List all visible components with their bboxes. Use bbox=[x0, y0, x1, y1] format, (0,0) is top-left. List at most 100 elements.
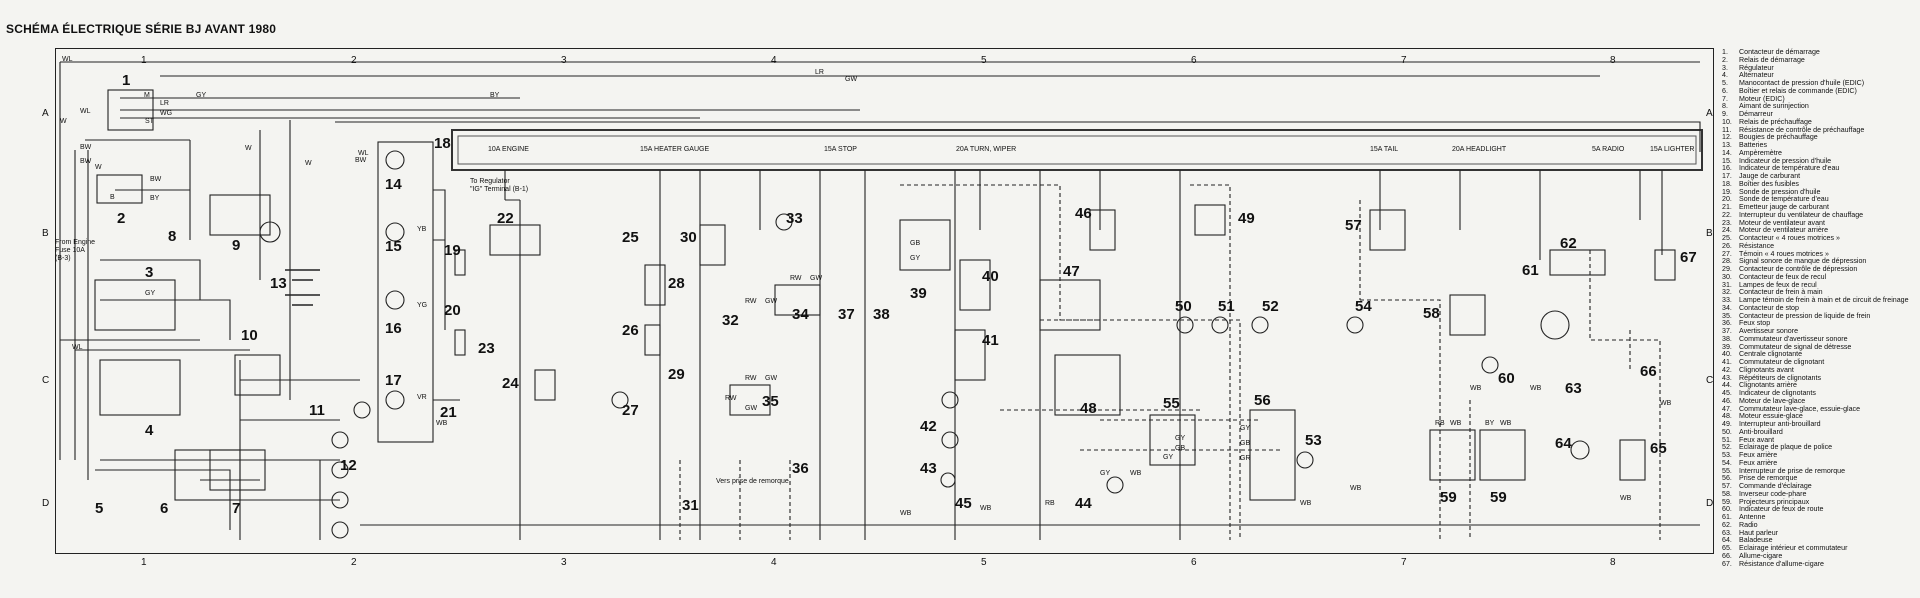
legend-number: 39. bbox=[1722, 342, 1732, 351]
regulator bbox=[94, 279, 176, 331]
resistor bbox=[644, 324, 661, 356]
legend-item: 33.Lampe témoin de frein à main et de ci… bbox=[1722, 296, 1918, 305]
column-label-bottom: 4 bbox=[771, 557, 777, 568]
component-number: 57 bbox=[1345, 217, 1362, 234]
legend-number: 65. bbox=[1722, 544, 1732, 552]
component-number: 11 bbox=[309, 402, 325, 419]
wires bbox=[59, 61, 1703, 540]
component-number: 61 bbox=[1522, 262, 1539, 279]
wire-code: LR bbox=[815, 69, 824, 76]
legend-number: 23. bbox=[1722, 218, 1732, 227]
legend-number: 26. bbox=[1722, 241, 1732, 250]
legend-item: 50.Anti-brouillard bbox=[1722, 428, 1918, 437]
legend-number: 7. bbox=[1722, 94, 1728, 103]
column-label-top: 8 bbox=[1610, 55, 1616, 66]
light-control bbox=[1369, 209, 1406, 251]
legend-item: 12.Bougies de préchauffage bbox=[1722, 133, 1918, 142]
component-number: 2 bbox=[117, 210, 126, 227]
wire-code: WB bbox=[1450, 420, 1462, 427]
legend-text: Résistance de contrôle de préchauffage bbox=[1739, 125, 1865, 134]
rear-fan bbox=[534, 369, 556, 401]
legend-text: Manocontact de pression d'huile (EDIC) bbox=[1739, 79, 1865, 87]
component-number: 9 bbox=[232, 237, 241, 254]
wire-code: RB bbox=[1045, 500, 1055, 507]
legend-number: 48. bbox=[1722, 412, 1732, 421]
wire-code: BW bbox=[80, 158, 92, 165]
component-number: 35 bbox=[762, 393, 779, 410]
component-number: 5 bbox=[95, 500, 104, 517]
wire-code: RW bbox=[745, 298, 757, 305]
fuse-label-headlight: 20A HEADLIGHT bbox=[1452, 146, 1507, 153]
legend-item: 35.Contacteur de pression de liquide de … bbox=[1722, 312, 1918, 321]
oil-sensor bbox=[454, 249, 466, 276]
legend-text: Baladeuse bbox=[1739, 536, 1773, 545]
legend-number: 60. bbox=[1722, 505, 1732, 514]
component-number: 38 bbox=[873, 306, 890, 323]
component-number: 17 bbox=[385, 372, 402, 389]
column-label-top: 2 bbox=[351, 55, 357, 66]
legend-number: 46. bbox=[1722, 396, 1732, 405]
legend-item: 25.Contacteur « 4 roues motrices » bbox=[1722, 234, 1918, 243]
component-number: 34 bbox=[792, 306, 809, 323]
legend-item: 22.Interrupteur du ventilateur de chauff… bbox=[1722, 210, 1918, 220]
annotation-engine-fuse: Fuse 10A bbox=[55, 247, 85, 254]
legend-item: 27.Témoin « 4 roues motrices » bbox=[1722, 250, 1918, 259]
legend-item: 64.Baladeuse bbox=[1722, 536, 1918, 545]
component-number: 4 bbox=[145, 422, 154, 439]
legend-number: 24. bbox=[1722, 226, 1732, 235]
component-number: 25 bbox=[622, 229, 639, 246]
legend-item: 63.Haut parleur bbox=[1722, 528, 1918, 538]
legend-item: 60.Indicateur de feux de route bbox=[1722, 505, 1918, 514]
component-number: 37 bbox=[838, 306, 855, 323]
component-number: 52 bbox=[1262, 298, 1279, 315]
component-number: 28 bbox=[668, 275, 685, 292]
component-number: 21 bbox=[440, 404, 457, 421]
legend-text: Batteries bbox=[1739, 141, 1767, 149]
legend-item: 52.Eclairage de plaque de police bbox=[1722, 443, 1918, 452]
legend-text: Haut parleur bbox=[1739, 528, 1779, 537]
starter-relay bbox=[96, 174, 143, 204]
legend-item: 55.Interrupteur de prise de remorque bbox=[1722, 467, 1918, 476]
wire-main-wl bbox=[59, 61, 1700, 460]
legend-item: 23.Moteur de ventilateur avant bbox=[1722, 218, 1918, 228]
legend-item: 51.Feux avant bbox=[1722, 436, 1918, 445]
vacuum-buzzer bbox=[644, 264, 666, 306]
legend-number: 2. bbox=[1722, 55, 1728, 64]
washer-motor bbox=[1089, 209, 1116, 251]
legend-item: 66.Allume-cigare bbox=[1722, 552, 1918, 561]
wire-code: WB bbox=[1660, 400, 1672, 407]
legend-number: 20. bbox=[1722, 195, 1732, 204]
wire-code: W bbox=[305, 160, 312, 167]
legend-text: Relais de préchauffage bbox=[1739, 117, 1812, 126]
legend-text: Feux arrière bbox=[1739, 458, 1778, 467]
legend-number: 14. bbox=[1722, 148, 1732, 157]
legend-number: 22. bbox=[1722, 210, 1732, 219]
component-number: 8 bbox=[168, 228, 177, 245]
wire-code: GY bbox=[1163, 454, 1174, 461]
legend-item: 41.Commutateur de clignotant bbox=[1722, 358, 1918, 367]
legend-text: Relais de démarrage bbox=[1739, 55, 1805, 64]
legend-item: 31.Lampes de feux de recul bbox=[1722, 280, 1918, 290]
wire-code: BY bbox=[1485, 420, 1495, 427]
component-number: 50 bbox=[1175, 298, 1192, 315]
wire-code: LR bbox=[160, 100, 169, 107]
wire-code: WB bbox=[980, 505, 992, 512]
component-number: 67 bbox=[1680, 249, 1697, 266]
wire-code: WL bbox=[72, 344, 83, 351]
legend-number: 52. bbox=[1722, 443, 1732, 452]
column-label-top: 6 bbox=[1191, 55, 1197, 66]
component-number: 65 bbox=[1650, 440, 1667, 457]
legend-number: 58. bbox=[1722, 489, 1732, 498]
legend-number: 62. bbox=[1722, 520, 1732, 529]
legend-item: 13.Batteries bbox=[1722, 141, 1918, 150]
component-number: 48 bbox=[1080, 400, 1097, 417]
legend-number: 31. bbox=[1722, 280, 1732, 289]
legend-item: 3.Régulateur bbox=[1722, 64, 1918, 73]
fuse-label-tail: 15A TAIL bbox=[1370, 146, 1399, 153]
wire-code: BY bbox=[150, 195, 160, 202]
legend-number: 25. bbox=[1722, 234, 1732, 242]
component-number: 59 bbox=[1440, 489, 1457, 506]
component-number: 7 bbox=[232, 500, 241, 517]
